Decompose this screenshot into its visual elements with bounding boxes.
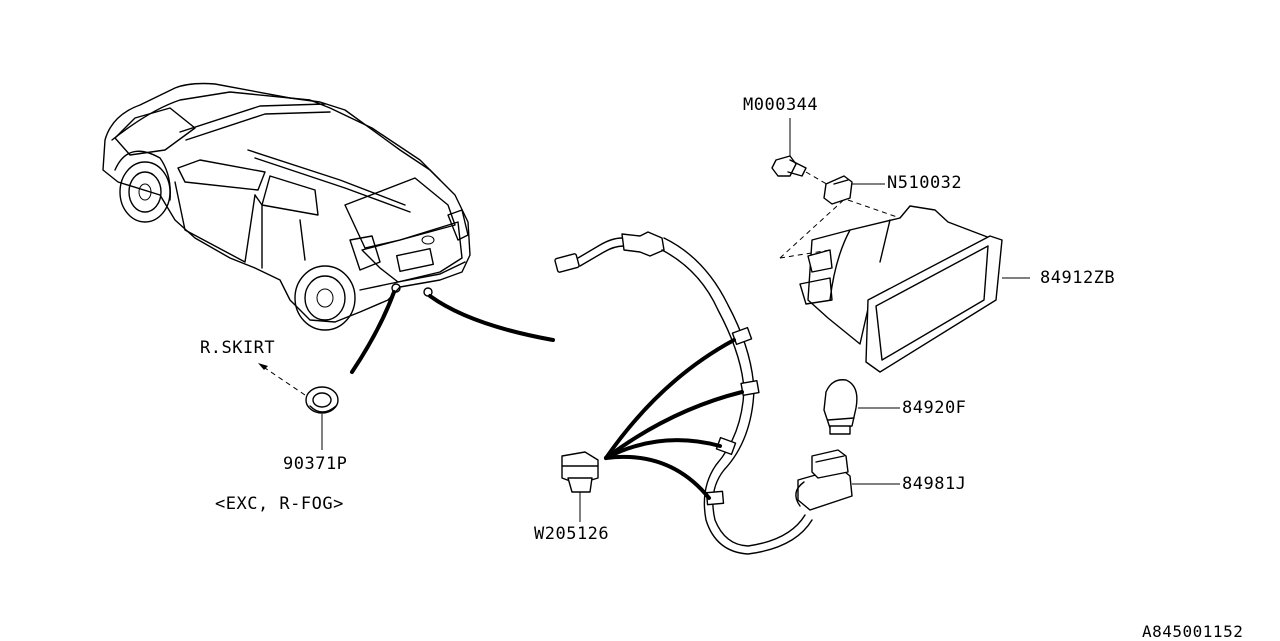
bolt-m000344 bbox=[771, 118, 831, 187]
label-skirt: R.SKIRT bbox=[200, 338, 276, 358]
label-lamp: 84912ZB bbox=[1040, 268, 1116, 288]
socket-84981j bbox=[795, 449, 900, 511]
label-clip: W205126 bbox=[534, 524, 610, 544]
label-nut: N510032 bbox=[887, 173, 963, 193]
vehicle-illustration bbox=[102, 82, 555, 374]
bulb-84920f bbox=[823, 379, 900, 435]
wire-harness bbox=[554, 231, 813, 555]
nut-n510032 bbox=[823, 175, 885, 205]
label-grommet: 90371P bbox=[283, 454, 348, 474]
label-socket: 84981J bbox=[902, 474, 967, 494]
fog-lamp-84912zb bbox=[779, 195, 1030, 373]
clip-w205126 bbox=[561, 451, 599, 522]
grommet-90371p bbox=[258, 363, 339, 450]
label-bolt: M000344 bbox=[743, 95, 819, 115]
diagram-id: A845001152 bbox=[1142, 622, 1244, 641]
label-note: <EXC, R-FOG> bbox=[215, 494, 344, 514]
label-bulb: 84920F bbox=[902, 398, 967, 418]
